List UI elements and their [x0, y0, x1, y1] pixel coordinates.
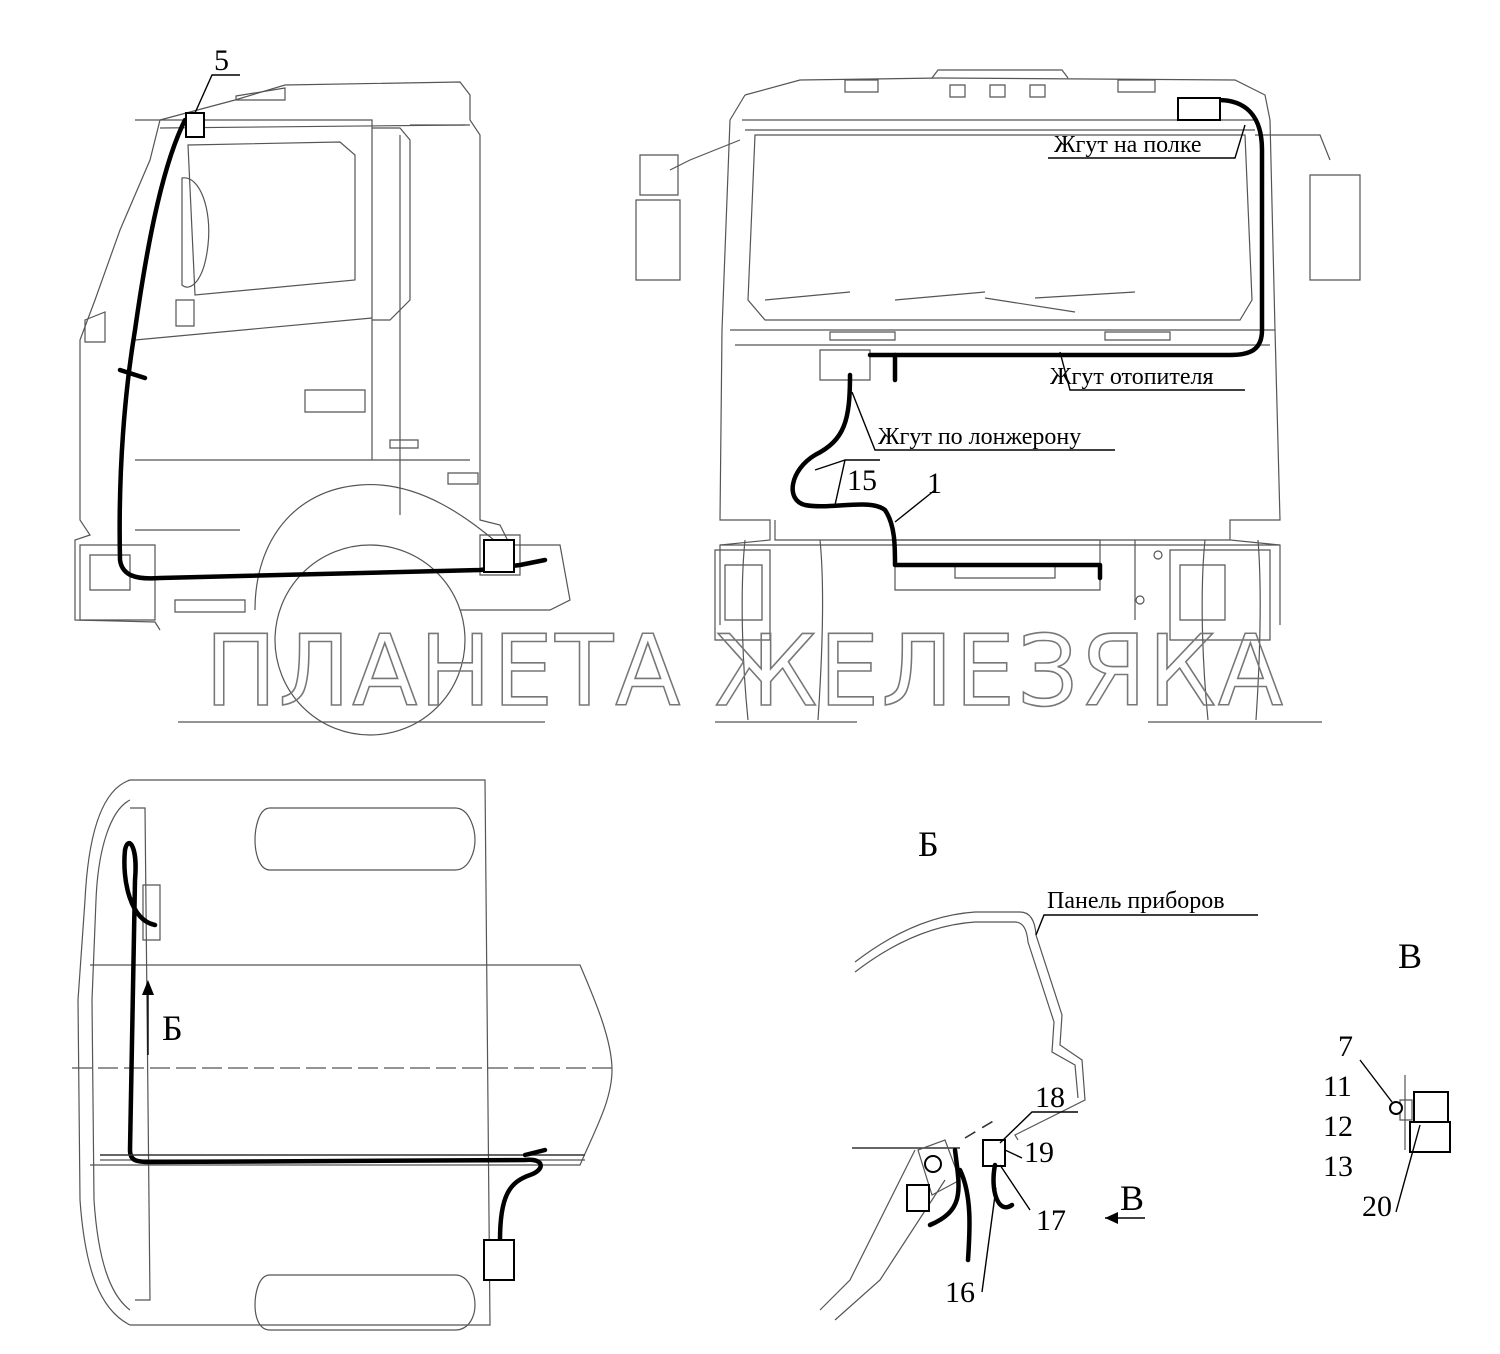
label-shelf-harness: Жгут на полке [1054, 132, 1202, 158]
detail-view-v [1359, 1059, 1451, 1213]
callout-5: 5 [214, 44, 229, 77]
callout-11: 11 [1323, 1070, 1352, 1103]
callout-17: 17 [1036, 1204, 1066, 1237]
view-b-title: Б [918, 824, 939, 864]
callout-16: 16 [945, 1276, 975, 1309]
callout-18: 18 [1035, 1081, 1065, 1114]
callout-19: 19 [1024, 1136, 1054, 1169]
cab-side-view [74, 74, 571, 736]
cab-front-view [635, 69, 1361, 721]
callout-15: 15 [847, 464, 877, 497]
watermark: ПЛАНЕТА ЖЕЛЕЗЯКА [205, 615, 1285, 729]
callout-12: 12 [1323, 1110, 1353, 1143]
detail-view-b [819, 911, 1258, 1321]
callout-7: 7 [1338, 1030, 1353, 1063]
cab-top-view [72, 779, 613, 1331]
label-dashboard: Панель приборов [1047, 888, 1225, 914]
callout-13: 13 [1323, 1150, 1353, 1183]
view-arrow-b-label: Б [162, 1008, 183, 1048]
callout-20: 20 [1362, 1190, 1392, 1223]
label-spar-harness: Жгут по лонжерону [878, 424, 1081, 450]
view-v-title: В [1398, 936, 1422, 976]
view-arrow-v-label: В [1120, 1178, 1144, 1218]
label-heater-harness: Жгут отопителя [1050, 364, 1214, 390]
callout-1: 1 [927, 467, 942, 500]
